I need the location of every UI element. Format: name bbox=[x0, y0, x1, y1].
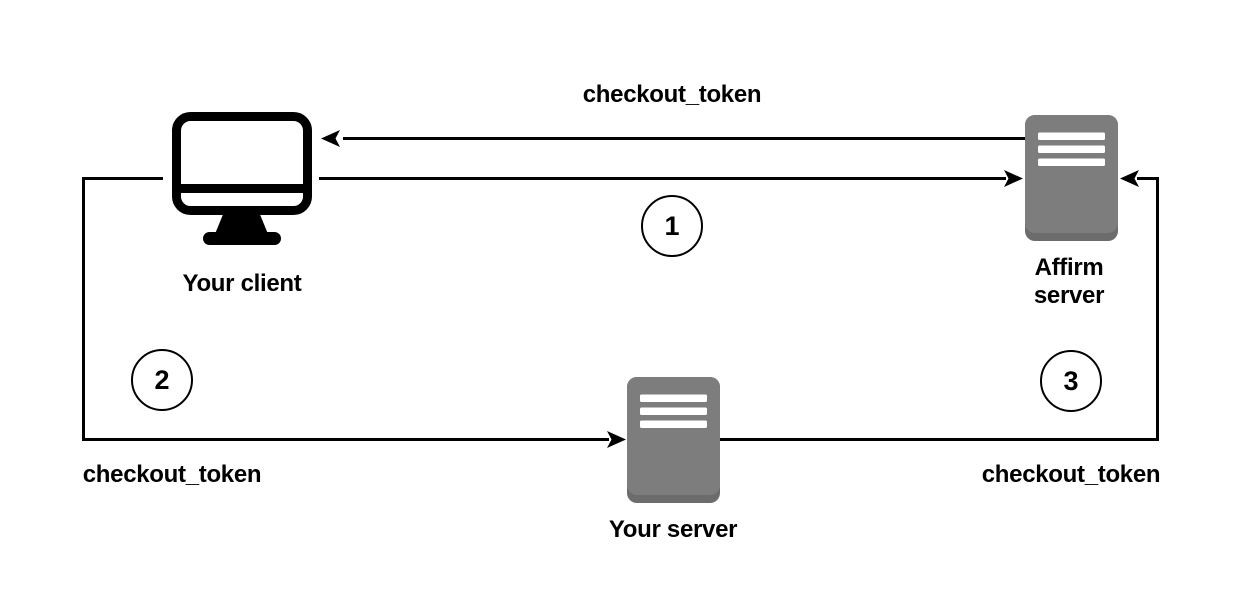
step-badge-1: 1 bbox=[641, 195, 703, 257]
affirm-server-label: Affirm server bbox=[1033, 254, 1105, 310]
step-badge-2-number: 2 bbox=[154, 364, 170, 395]
arrowhead-into-client bbox=[321, 130, 340, 147]
arrowhead-into-affirm-left bbox=[1004, 170, 1023, 187]
monitor-icon bbox=[172, 112, 312, 245]
your-server-icon bbox=[627, 377, 720, 503]
step-badge-2: 2 bbox=[131, 349, 193, 411]
arrowhead-into-affirm-right bbox=[1120, 170, 1139, 187]
your-client-label: Your client bbox=[182, 270, 302, 297]
edge-yourserver-to-affirm bbox=[720, 177, 1159, 441]
edge-label-top-checkout-token: checkout_token bbox=[582, 81, 762, 108]
step-badge-1-number: 1 bbox=[664, 210, 680, 241]
edge-client-to-yourserver bbox=[82, 177, 609, 441]
affirm-server-label-line2: server bbox=[1033, 282, 1105, 309]
affirm-server-label-line1: Affirm bbox=[1034, 254, 1104, 281]
edge-label-bottom-right-checkout-token: checkout_token bbox=[981, 461, 1161, 488]
step-badge-3-number: 3 bbox=[1063, 365, 1079, 396]
your-server-label: Your server bbox=[608, 516, 738, 543]
edge-label-bottom-left-checkout-token: checkout_token bbox=[82, 461, 262, 488]
arrowhead-into-yourserver bbox=[607, 431, 626, 448]
affirm-server-icon bbox=[1025, 115, 1118, 241]
step-badge-3: 3 bbox=[1040, 350, 1102, 412]
